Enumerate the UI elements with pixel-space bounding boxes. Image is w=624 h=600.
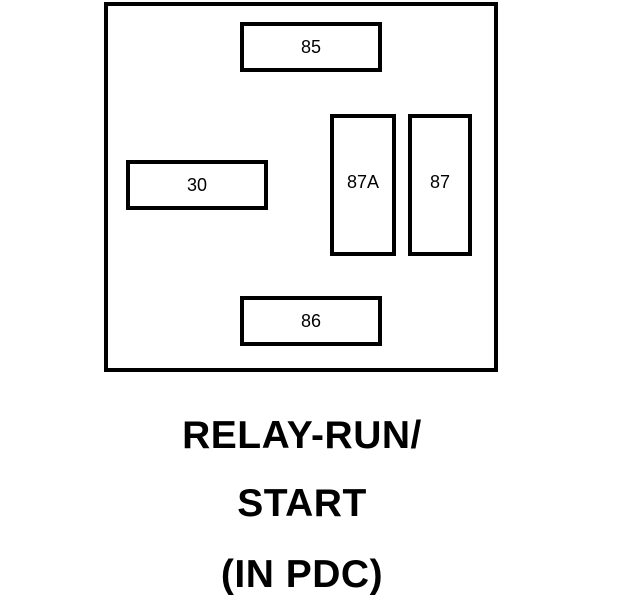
terminal-87a: 87A (330, 114, 396, 256)
terminal-85-label: 85 (300, 37, 322, 57)
terminal-86: 86 (240, 296, 382, 346)
terminal-30-label: 30 (186, 175, 208, 195)
caption-line-2: START (237, 482, 367, 525)
terminal-86-label: 86 (300, 311, 322, 331)
terminal-87: 87 (408, 114, 472, 256)
terminal-87a-label: 87A (346, 172, 380, 192)
caption-line-3: (IN PDC) (220, 553, 384, 596)
terminal-30: 30 (126, 160, 268, 210)
caption-line-1: RELAY-RUN/ (182, 414, 422, 457)
terminal-85: 85 (240, 22, 382, 72)
terminal-87-label: 87 (429, 172, 451, 192)
